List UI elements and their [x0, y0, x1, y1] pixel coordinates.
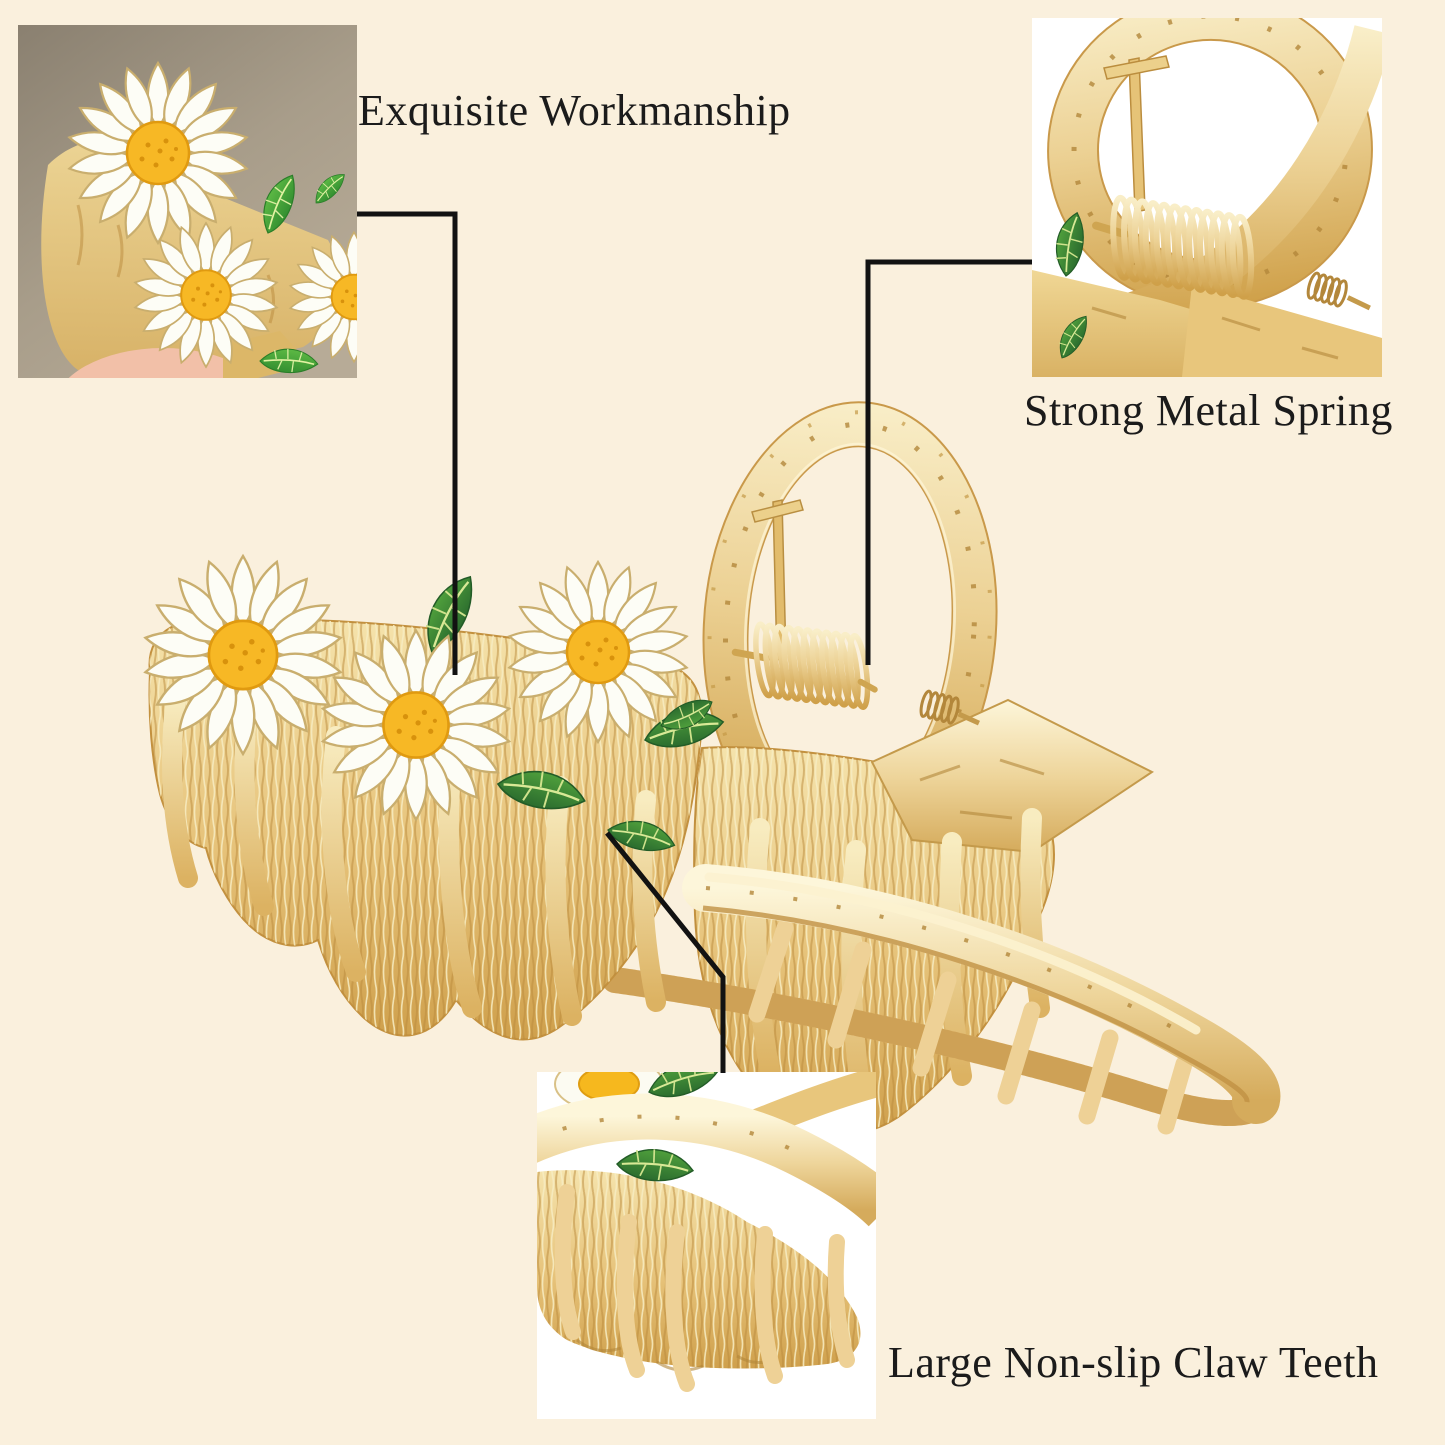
arm-under-strip: [602, 967, 1275, 1127]
callout-line-workmanship: [357, 211, 458, 675]
arm-top-band: [682, 864, 1281, 1124]
callout-label-teeth: Large Non-slip Claw Teeth: [888, 1338, 1379, 1387]
metal-spring: [731, 621, 878, 710]
back-arm-plate: [870, 689, 1154, 854]
inset-teeth-closeup-photo: [537, 1072, 876, 1419]
inset-spring-closeup-photo: [1032, 18, 1382, 377]
arm-teeth: [748, 919, 1193, 1135]
callout-line-teeth: [605, 831, 726, 1073]
callout-line-spring: [865, 259, 1032, 665]
inset-daisy-closeup-photo: [18, 25, 357, 378]
callout-label-workmanship: Exquisite Workmanship: [358, 86, 791, 135]
callout-label-spring: Strong Metal Spring: [1024, 386, 1393, 435]
